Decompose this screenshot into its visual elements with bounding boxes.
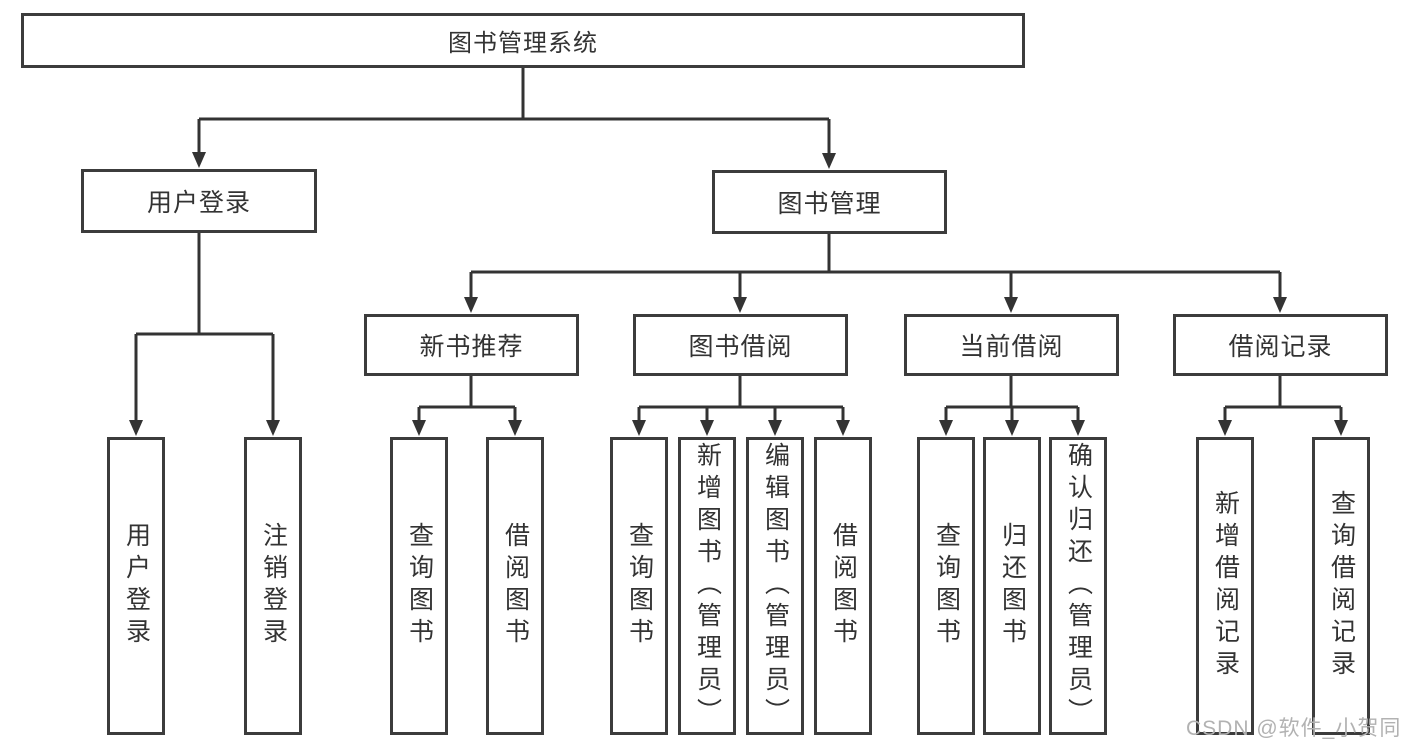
leaf-return-book: 归还图书 [983, 437, 1041, 735]
arrowhead-book-borrow [733, 297, 747, 313]
arrowhead-borrow-books-1 [508, 420, 522, 436]
leaf-add-borrow-record: 新增借阅记录 [1196, 437, 1254, 735]
arrowhead-confirm-return [1071, 420, 1085, 436]
node-book-mgmt: 图书管理 [712, 170, 947, 234]
arrowhead-current-borrow [1004, 297, 1018, 313]
arrowhead-edit-book [768, 420, 782, 436]
connector-current-borrow-split [944, 376, 1080, 421]
leaf-borrow-books-1: 借阅图书 [486, 437, 544, 735]
node-book-borrow: 图书借阅 [633, 314, 848, 376]
arrowhead-query-books-1 [412, 420, 426, 436]
arrowhead-new-book [464, 297, 478, 313]
arrowhead-query-borrow-record [1334, 420, 1348, 436]
node-new-book-recommend: 新书推荐 [364, 314, 579, 376]
leaf-add-book-admin: 新增图书（管理员） [678, 437, 736, 735]
node-root: 图书管理系统 [21, 13, 1025, 68]
leaf-query-borrow-record: 查询借阅记录 [1312, 437, 1370, 735]
arrowhead-borrow-record [1273, 297, 1287, 313]
connector-new-book-split [417, 376, 517, 421]
leaf-query-books-3: 查询图书 [917, 437, 975, 735]
arrowhead-leaf-logout [266, 420, 280, 436]
arrowhead-add-book [700, 420, 714, 436]
leaf-edit-book-admin: 编辑图书（管理员） [746, 437, 804, 735]
leaf-query-books-1: 查询图书 [390, 437, 448, 735]
leaf-confirm-return-admin: 确认归还（管理员） [1049, 437, 1107, 735]
leaf-user-login: 用户登录 [107, 437, 165, 735]
leaf-logout: 注销登录 [244, 437, 302, 735]
node-current-borrow: 当前借阅 [904, 314, 1119, 376]
csdn-watermark: CSDN @软件_小贺同学 [1186, 717, 1402, 740]
leaf-borrow-books-2: 借阅图书 [814, 437, 872, 735]
arrowhead-return-book [1005, 420, 1019, 436]
arrowhead-book-mgmt [822, 153, 836, 169]
arrowhead-query-books-2 [632, 420, 646, 436]
arrowhead-add-borrow-record [1218, 420, 1232, 436]
connector-book-borrow-split [637, 376, 845, 421]
connector-book-mgmt-split [469, 234, 1282, 297]
connector-borrow-record-split [1223, 376, 1343, 421]
node-borrow-record: 借阅记录 [1173, 314, 1388, 376]
node-user-login: 用户登录 [81, 169, 317, 233]
arrowhead-borrow-books-2 [836, 420, 850, 436]
connector-root-split [197, 68, 831, 153]
leaf-query-books-2: 查询图书 [610, 437, 668, 735]
arrowhead-leaf-user-login [129, 420, 143, 436]
connector-user-login-split [134, 233, 275, 420]
arrowhead-query-books-3 [939, 420, 953, 436]
arrowhead-user-login [192, 152, 206, 168]
